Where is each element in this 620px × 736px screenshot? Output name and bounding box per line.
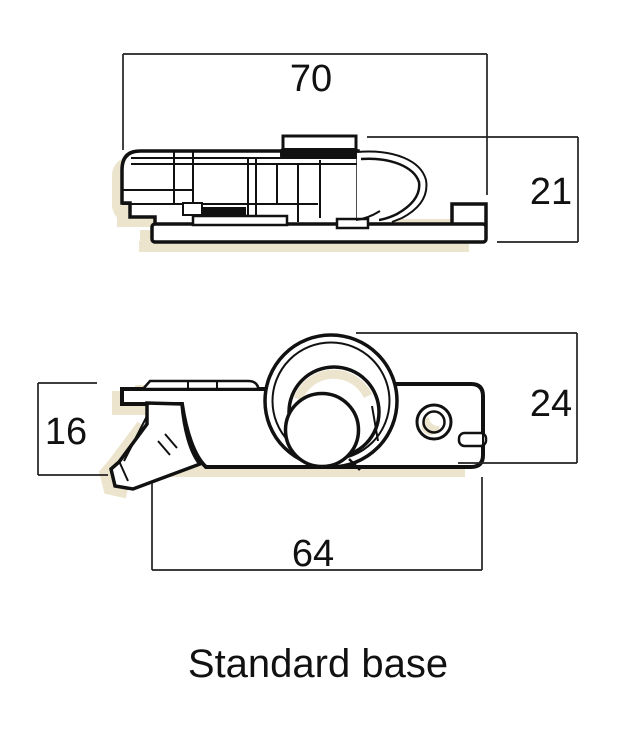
dimension-21: 21	[367, 136, 579, 243]
dimension-24-label: 24	[530, 383, 572, 425]
base-step-block	[450, 202, 488, 227]
hook-curl	[355, 210, 381, 221]
cam-ring-shadow	[293, 369, 373, 401]
dial-assembly	[263, 333, 399, 471]
under-pad	[191, 214, 289, 227]
top-view: 16 24 64	[37, 332, 578, 575]
ring-end-line	[371, 405, 379, 442]
dimension-70: 70	[122, 53, 488, 195]
flange-ticks	[187, 381, 218, 389]
side-view: 70 21	[112, 53, 579, 252]
clamp-band	[280, 148, 357, 159]
latch-plate	[202, 207, 246, 217]
clamp-block	[281, 134, 358, 152]
lever	[109, 401, 203, 491]
dimension-64-label: 64	[292, 533, 334, 575]
dimension-16: 16	[37, 382, 108, 476]
caption: Standard base	[188, 642, 448, 686]
dimension-21-label: 21	[530, 171, 572, 213]
dimension-70-label: 70	[290, 58, 332, 100]
hook-foot	[335, 217, 370, 230]
dimension-64: 64	[151, 477, 483, 575]
base-plate	[150, 222, 488, 244]
dimension-16-label: 16	[45, 411, 87, 453]
hook-outer-edge	[356, 150, 428, 223]
screw-hole	[415, 403, 453, 441]
divider-lines	[173, 152, 299, 225]
ring-tick	[348, 458, 361, 471]
side-slot	[457, 431, 488, 448]
knob-circle	[283, 391, 361, 469]
dimension-24: 24	[356, 332, 578, 464]
hook-inner-edge	[360, 157, 421, 222]
step-piece	[182, 202, 203, 216]
rail-lines	[122, 157, 358, 205]
lever-details	[118, 415, 178, 482]
flange-strip	[140, 379, 260, 391]
